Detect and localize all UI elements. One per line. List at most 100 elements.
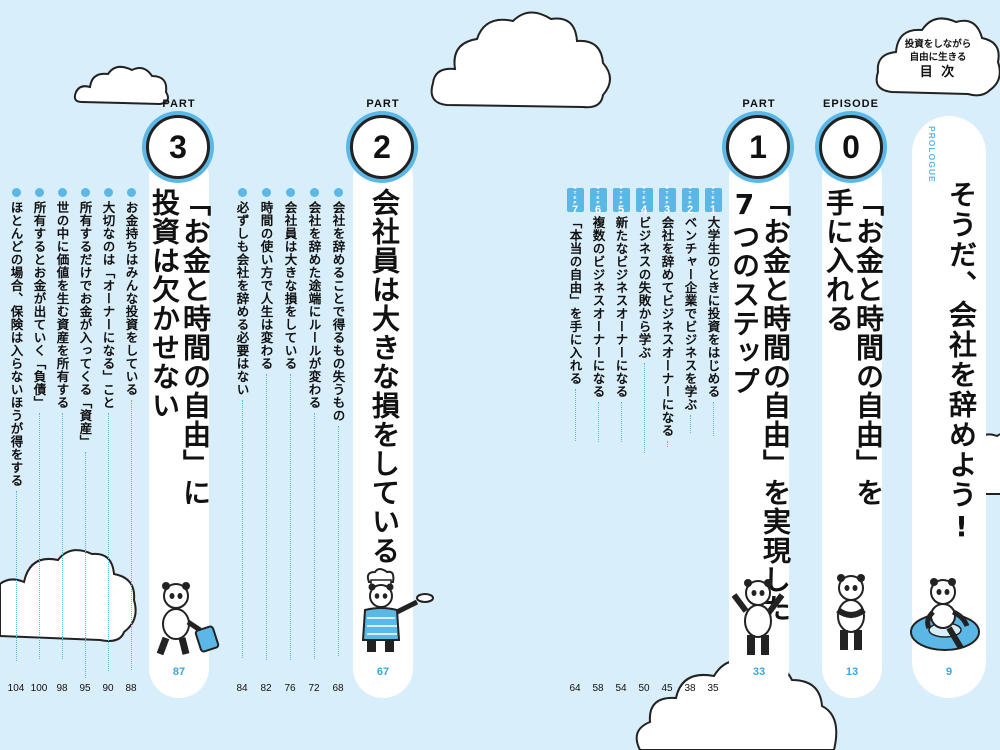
list-item-text: 「本当の自由」を手に入れる — [567, 216, 583, 385]
part1-tag: PART — [742, 98, 776, 110]
page-number: 104 — [7, 683, 25, 694]
panda-with-suitcase-illustration — [156, 582, 220, 656]
episode0-title-line1[interactable]: 「お金と時間の自由」を — [852, 188, 885, 507]
episode0-page: 13 — [845, 666, 859, 678]
part3-title-line1[interactable]: 「お金と時間の自由」に — [179, 188, 212, 507]
panda-illustration — [836, 574, 866, 650]
prologue-tag[interactable]: PROLOGUE — [927, 126, 937, 183]
list-item-text: 会社を辞めた途端にルールが変わる — [306, 201, 322, 409]
list-item-text: 所有するだけでお金が入ってくる「資産」 — [77, 201, 93, 448]
list-item-text: 大学生のときに投資をはじめる — [705, 216, 721, 398]
list-item[interactable]: 会社を辞めた途端にルールが変わる — [304, 188, 324, 659]
list-item-text: 会社を辞めてビジネスオーナーになる — [659, 216, 675, 437]
part3-tag: PART — [162, 98, 196, 110]
list-item-text: 世の中に価値を生む資産を所有する — [54, 201, 70, 409]
episode-tag: EPISODE — [823, 98, 879, 110]
part3-number: 3 — [146, 115, 210, 179]
list-item[interactable]: 所有するだけでお金が入ってくる「資産」 — [75, 188, 95, 678]
page-number: 98 — [56, 683, 68, 694]
bullet-icon — [80, 188, 90, 197]
bullet-icon — [126, 188, 136, 197]
bullet-icon — [11, 188, 21, 197]
list-item-text: お金持ちはみんな投資をしている — [123, 201, 139, 396]
part2-tag: PART — [366, 98, 400, 110]
list-item[interactable]: 会社を辞めることで得るもの失うもの — [328, 188, 348, 656]
toc-label-line2: 自由に生きる — [909, 52, 967, 63]
list-item[interactable]: 大切なのは「オーナーになる」こと — [98, 188, 118, 671]
page-number: 95 — [79, 683, 91, 694]
toc-label: 投資をしながら 自由に生きる 目 次 — [893, 38, 983, 82]
page-number: 58 — [592, 683, 604, 694]
chef-panda-illustration — [361, 568, 434, 652]
page-number: 50 — [638, 683, 650, 694]
list-item-text: 必ずしも会社を辞める必要はない — [234, 201, 250, 396]
page-number: 84 — [236, 683, 248, 694]
episode0-number: 0 — [819, 115, 883, 179]
page-number: 88 — [125, 683, 137, 694]
part1-title-line1[interactable]: 「お金と時間の自由」を実現した — [759, 188, 792, 623]
page-number: 76 — [284, 683, 296, 694]
part1-page: 33 — [752, 666, 766, 678]
part1-title-line2[interactable]: 7つのステップ — [728, 188, 761, 396]
cloud-icon — [430, 11, 611, 109]
episode0-title-line2[interactable]: 手に入れる — [822, 188, 855, 333]
page-number: 45 — [661, 683, 673, 694]
part2-page: 67 — [376, 666, 390, 678]
page-number: 54 — [615, 683, 627, 694]
page-number: 72 — [308, 683, 320, 694]
page-number: 35 — [707, 683, 719, 694]
list-item-text: 会社員は大きな損をしている — [282, 201, 298, 370]
list-item-text: 所有するとお金が出ていく「負債」 — [31, 201, 47, 409]
part3-page: 87 — [172, 666, 186, 678]
list-item[interactable]: ほとんどの場合、保険は入らないほうが得をする — [6, 188, 26, 661]
bullet-icon — [309, 188, 319, 197]
part2-title[interactable]: 会社員は大きな損をしている — [368, 188, 401, 565]
page-number: 90 — [102, 683, 114, 694]
page-number: 64 — [569, 683, 581, 694]
list-item-text: 会社を辞めることで得るもの失うもの — [330, 201, 346, 422]
toc-label-line1: 投資をしながら — [904, 39, 972, 50]
prologue-title[interactable]: そうだ、会社を辞めよう! — [945, 180, 978, 545]
list-item-text: 複数のビジネスオーナーになる — [590, 216, 606, 398]
list-item-text: ビジネスの失敗から学ぶ — [636, 216, 652, 359]
list-item-text: 新たなビジネスオーナーになる — [613, 216, 629, 398]
bullet-icon — [34, 188, 44, 197]
list-item-text: ほとんどの場合、保険は入らないほうが得をする — [8, 201, 24, 487]
list-item[interactable]: 会社員は大きな損をしている — [280, 188, 300, 660]
page-number: 82 — [260, 683, 272, 694]
panda-float-ring-illustration — [910, 578, 980, 651]
toc-label-title: 目 次 — [919, 65, 957, 80]
cloud-icon — [875, 17, 1000, 97]
list-item[interactable]: 世の中に価値を生む資産を所有する — [52, 188, 72, 659]
part2-number: 2 — [350, 115, 414, 179]
page-number: 68 — [332, 683, 344, 694]
bullet-icon — [237, 188, 247, 197]
part1-number: 1 — [726, 115, 790, 179]
list-item[interactable]: お金持ちはみんな投資をしている — [121, 188, 141, 670]
list-item-text: 時間の使い方で人生は変わる — [258, 201, 274, 370]
list-item[interactable]: 所有するとお金が出ていく「負債」 — [29, 188, 49, 659]
bullet-icon — [57, 188, 67, 197]
cloud-icon — [73, 65, 169, 106]
list-item[interactable]: 時間の使い方で人生は変わる — [256, 188, 276, 660]
bullet-icon — [103, 188, 113, 197]
list-item[interactable]: 必ずしも会社を辞める必要はない — [232, 188, 252, 658]
panda-illustration — [731, 579, 785, 655]
part3-title-line2[interactable]: 投資は欠かせない — [148, 188, 181, 420]
bullet-icon — [285, 188, 295, 197]
bullet-icon — [333, 188, 343, 197]
prologue-page: 9 — [945, 666, 953, 678]
